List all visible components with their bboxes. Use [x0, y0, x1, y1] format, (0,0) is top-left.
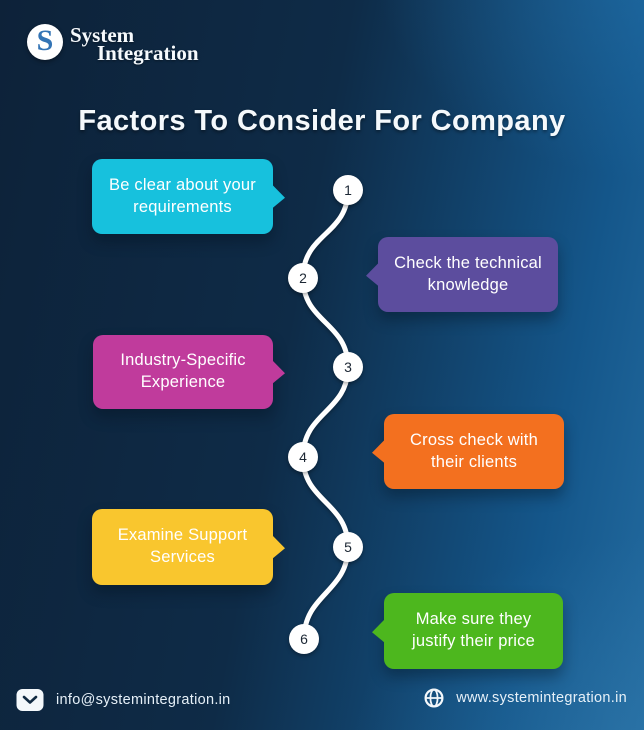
step-label-4: Cross check with their clients [410, 430, 538, 471]
timeline-node-2: 2 [288, 263, 318, 293]
website-link[interactable]: www.systemintegration.in [456, 690, 627, 706]
bubble-tail-2 [366, 262, 379, 287]
step-bubble-3: Industry-Specific Experience [93, 335, 285, 409]
step-label-3: Industry-Specific Experience [120, 351, 246, 391]
step-bubble-6: Make sure they justify their price [372, 593, 563, 669]
timeline-node-3: 3 [333, 352, 363, 382]
timeline-node-6: 6 [289, 624, 319, 654]
page-title: Factors To Consider For Company [78, 105, 566, 137]
company-logo: S System Integration [27, 23, 199, 65]
bubble-tail-5 [272, 535, 285, 559]
logo-name-line2: Integration [97, 41, 199, 65]
footer-email-group: info@systemintegration.in [16, 688, 231, 712]
bubble-tail-3 [272, 360, 285, 384]
bubble-tail-6 [372, 619, 385, 643]
email-link[interactable]: info@systemintegration.in [56, 692, 231, 708]
step-bubble-5: Examine Support Services [92, 509, 285, 585]
logo-name-line1: System [70, 23, 135, 47]
bubble-tail-1 [272, 184, 285, 209]
logo-s-icon: S [27, 24, 63, 60]
step-label-5: Examine Support Services [117, 526, 248, 566]
email-icon [16, 689, 44, 711]
timeline-node-1: 1 [333, 175, 363, 205]
step-bubble-1: Be clear about your requirements [92, 159, 285, 234]
bubble-tail-4 [372, 439, 385, 464]
footer-website-group: www.systemintegration.in [424, 688, 627, 708]
logo-wordmark: System Integration [70, 23, 199, 65]
step-label-6: Make sure they justify their price [411, 610, 535, 650]
timeline-node-4: 4 [288, 442, 318, 472]
globe-icon [424, 688, 444, 708]
step-bubble-2: Check the technical knowledge [366, 237, 558, 312]
step-label-1: Be clear about your requirements [109, 175, 256, 216]
step-label-2: Check the technical knowledge [394, 253, 542, 294]
timeline-node-5: 5 [333, 532, 363, 562]
step-bubble-4: Cross check with their clients [372, 414, 564, 489]
